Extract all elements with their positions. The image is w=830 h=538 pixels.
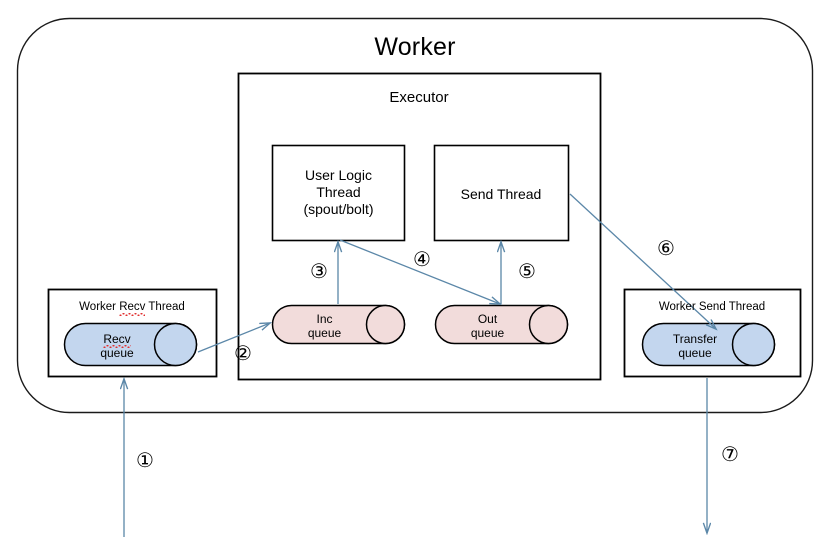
recv-queue-shape xyxy=(63,322,198,367)
step-marker-5: ⑤ xyxy=(518,259,536,283)
step-marker-3: ③ xyxy=(310,259,328,283)
inc-queue-shape xyxy=(271,304,406,345)
out-queue-shape xyxy=(434,304,569,345)
arrow-6 xyxy=(569,193,716,329)
step-marker-7: ⑦ xyxy=(721,442,739,466)
user-logic-thread-box xyxy=(271,144,406,242)
step-marker-6: ⑥ xyxy=(657,236,675,260)
arrow-4 xyxy=(339,239,500,304)
executor-container xyxy=(237,72,602,381)
transfer-queue-shape xyxy=(641,322,776,367)
step-marker-1: ① xyxy=(136,448,154,472)
step-marker-4: ④ xyxy=(413,247,431,271)
send-thread-box xyxy=(433,144,570,242)
arrow-2 xyxy=(197,323,270,353)
worker-container xyxy=(16,17,814,414)
step-marker-2: ② xyxy=(234,341,252,365)
